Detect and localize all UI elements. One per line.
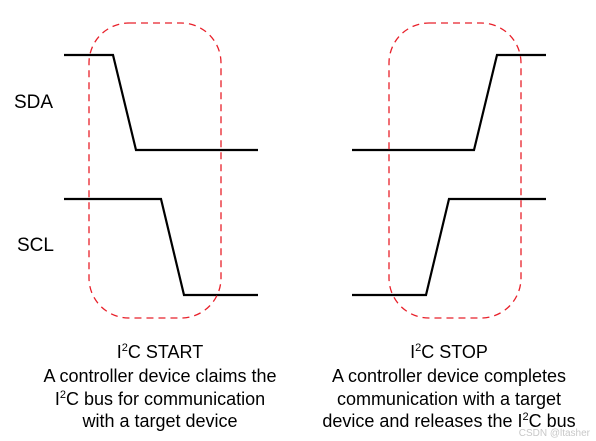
start-description-line-2: I2C bus for communication	[55, 389, 265, 409]
stop-description-line-2: communication with a target	[337, 389, 561, 409]
stop-title: I2C STOP	[410, 342, 488, 362]
start-caption: I2C START A controller device claims the…	[43, 342, 276, 431]
start-condition-highlight	[88, 22, 222, 319]
stop-sda-waveform	[352, 53, 546, 152]
stop-description-line-1: A controller device completes	[332, 366, 566, 386]
start-title: I2C START	[117, 342, 203, 362]
stop-caption: I2C STOP A controller device completes c…	[322, 342, 575, 431]
stop-description-line-3: device and releases the I2C bus	[322, 411, 575, 431]
start-scl-waveform	[64, 197, 258, 297]
scl-label: SCL	[17, 235, 54, 256]
stop-condition-highlight	[388, 22, 522, 319]
stop-scl-waveform	[352, 197, 546, 297]
start-sda-waveform	[64, 53, 258, 152]
sda-label: SDA	[14, 92, 53, 113]
watermark: CSDN @ltasher	[519, 428, 591, 439]
start-description-line-1: A controller device claims the	[43, 366, 276, 386]
start-description-line-3: with a target device	[81, 411, 237, 431]
